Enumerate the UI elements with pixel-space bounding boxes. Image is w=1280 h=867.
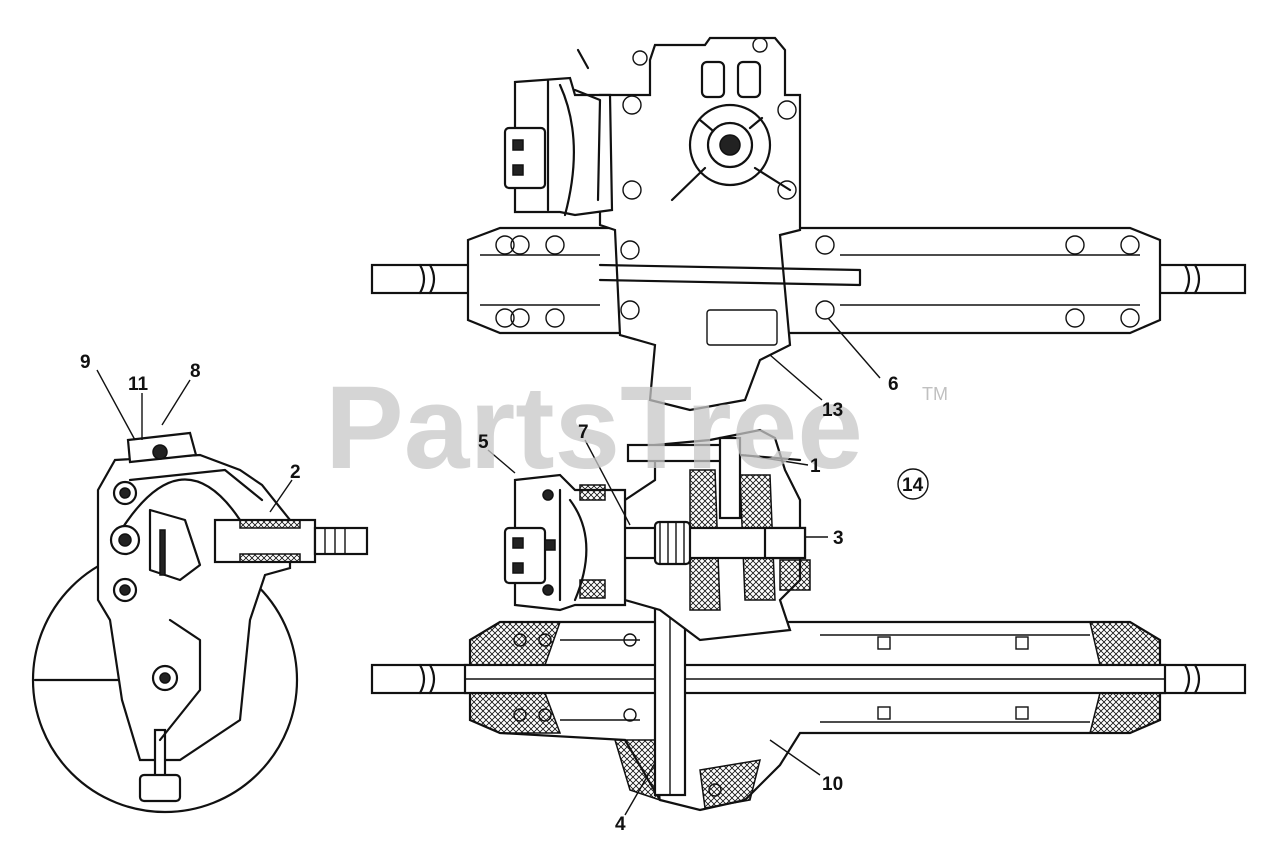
- callout-1: 1: [810, 456, 821, 477]
- callout-10: 10: [822, 774, 843, 795]
- callout-4: 4: [615, 814, 626, 835]
- leader-7: [584, 439, 631, 526]
- section-view-housing: [370, 428, 1247, 812]
- watermark-text: PartsTree: [325, 362, 863, 494]
- callout-labels: 9 11 8 2 5 7 1 3 4 10 6 13 14: [80, 352, 929, 835]
- leader-6: [827, 317, 881, 379]
- leader-lines: [96, 317, 881, 816]
- leader-2: [269, 479, 293, 513]
- callout-7: 7: [578, 422, 589, 443]
- leader-1: [744, 454, 809, 466]
- callout-13: 13: [822, 400, 843, 421]
- callout-5: 5: [478, 432, 489, 453]
- top-view-housing: [370, 36, 1247, 412]
- callout-11: 11: [128, 374, 149, 395]
- side-view-assembly: [31, 431, 369, 814]
- callout-6: 6: [888, 374, 899, 395]
- leader-5: [487, 449, 516, 474]
- callout-14: 14: [902, 475, 924, 496]
- leader-10: [769, 739, 821, 776]
- leader-13: [769, 354, 823, 401]
- leader-8: [161, 379, 191, 426]
- watermark: PartsTree TM: [325, 362, 948, 494]
- callout-2: 2: [290, 462, 301, 483]
- callout-14-circle: [897, 468, 929, 500]
- callout-9: 9: [80, 352, 91, 373]
- leader-4: [624, 762, 656, 816]
- watermark-tm: TM: [922, 384, 948, 404]
- callout-3: 3: [833, 528, 844, 549]
- callout-8: 8: [190, 361, 201, 382]
- leader-9: [96, 369, 136, 441]
